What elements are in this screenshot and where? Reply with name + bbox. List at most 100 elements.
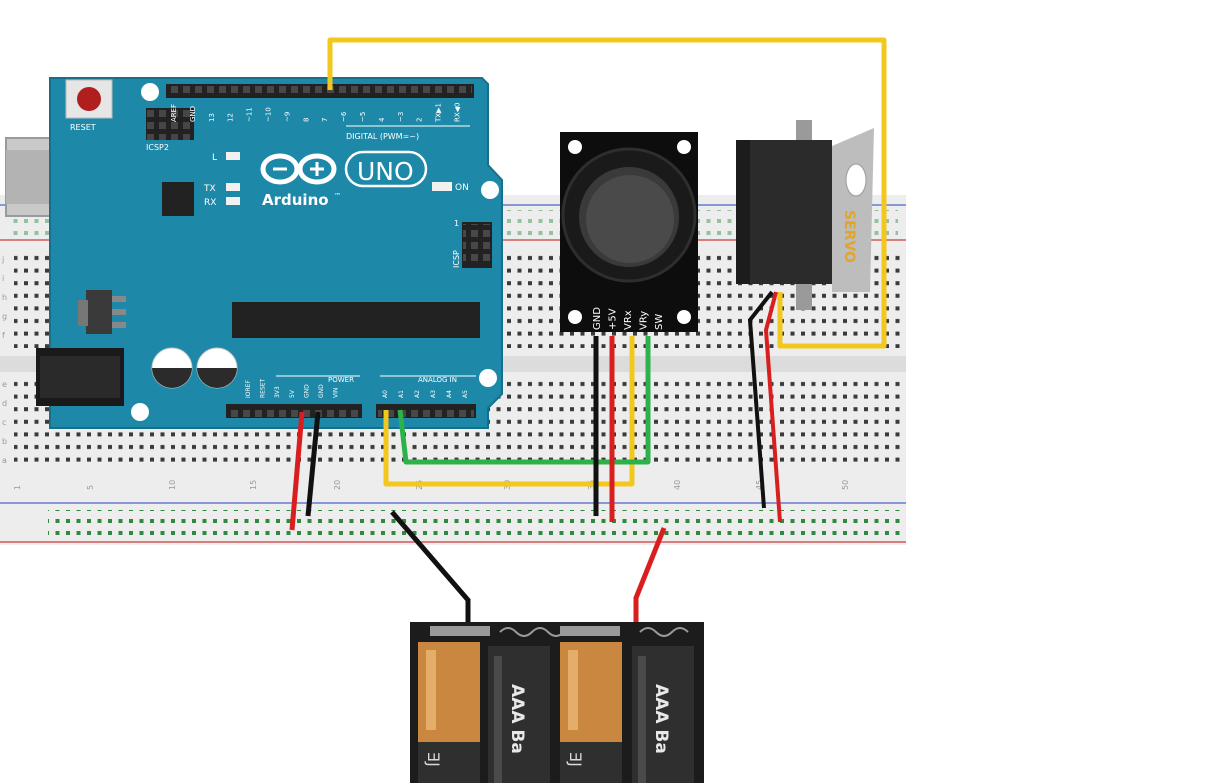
voltage-regulator [86,290,112,334]
battery-cell-body [418,742,480,783]
battery-cell-label: ƎJ [566,752,585,767]
wire-a1-to-vry [397,336,651,465]
arduino-logo: UNO Arduino ™ [260,150,428,209]
column-number: 45 [755,480,764,490]
pin-label: A4 [446,390,453,398]
servo-body-shade [736,140,750,284]
analog-header-pins [378,406,474,417]
joystick-mount-hole [677,140,691,154]
column-number: 40 [673,480,682,490]
atmega-chip [232,302,480,338]
battery-cell-shine [494,656,502,783]
digital-header-pins [168,86,472,97]
icsp-pin1-label: 1 [454,219,459,228]
battery-cell-shine [638,656,646,783]
uno-badge [344,150,428,188]
wire-a0-to-vrx [383,336,635,487]
row-letter: d [2,399,7,408]
row-letter: g [2,312,7,321]
led-tx-label: TX [203,184,216,194]
pin-label: RX◀0 [454,103,462,123]
joystick-knob-top[interactable] [586,175,674,263]
led-l [226,152,240,160]
wire-arduino-5v [289,411,305,531]
power-jack-inner [40,356,120,398]
icsp-label: ICSP [452,250,461,268]
pin-label: 3V3 [274,386,281,398]
reset-label: RESET [70,123,96,132]
column-number: 20 [333,480,342,490]
logo-infinity-right [297,153,337,185]
pin-label: +5V [608,308,619,330]
logo-infinity-left [260,153,300,185]
column-number: 5 [86,485,95,490]
pin-label: ~5 [359,112,367,122]
row-letter: c [2,418,6,427]
led-l-label: L [212,153,217,163]
arduino-brand-label: Arduino [262,191,329,209]
pin-label: A1 [398,390,405,398]
servo-body [736,140,832,284]
wire-servo-gnd [747,290,774,509]
battery-cell-shine [426,650,436,730]
column-number: 50 [841,480,850,490]
battery-contact [560,626,620,636]
pin-label: VRx [623,310,634,330]
regulator-leg [112,322,126,328]
pin-label: GND [318,384,325,398]
pin-label: 8 [302,118,310,122]
icsp2-header-pins [146,108,194,140]
pin-label: 13 [208,113,216,122]
pin-label: ~9 [283,112,291,122]
pin-label: TX▶1 [435,103,443,123]
analog-label: ANALOG IN [418,376,457,384]
battery-spring [639,627,689,637]
joystick-mount-hole [568,140,582,154]
pin-label: VRy [639,311,650,330]
led-on-label: ON [455,183,469,193]
battery-cell-label: AAA Ba [651,684,671,754]
led-rx-label: RX [204,198,216,208]
wire-servo-vcc [763,291,782,523]
reset-button-cap[interactable] [77,87,101,111]
pin-label: GND [303,384,310,398]
battery-cell-shine [568,650,578,730]
icsp2-label: ICSP2 [146,143,169,152]
regulator-tab [78,300,88,326]
joystick-mount-hole [677,310,691,324]
pin-label: 12 [227,113,235,122]
pin-label: 4 [378,117,386,122]
mounting-hole [131,403,149,421]
battery-cell-label: ƎJ [424,752,443,767]
reset-button[interactable]: RESET [65,79,113,132]
bottom-rail-holes [48,510,906,536]
servo-label: SERVO [841,210,857,263]
led-rx [226,197,240,205]
board-pcb [49,77,503,429]
power-label: POWER [328,376,354,384]
column-number: 10 [168,480,177,490]
wire-signal-pin8-to-servo [327,37,887,349]
pin-label: VIN [333,388,340,398]
servo-motor: SERVO [736,120,874,310]
pin-label: 2 [416,118,424,122]
regulator-leg [112,309,126,315]
pin-label: ~3 [397,112,405,122]
power-header-pins [228,406,360,417]
mounting-hole [481,181,499,199]
mounting-hole [141,83,159,101]
pin-label: 7 [321,118,329,122]
row-letter: a [2,456,7,465]
mounting-hole [479,369,497,387]
capacitor [196,347,238,389]
pin-label: GND [189,106,197,122]
capacitor [151,347,193,389]
row-letter: e [2,380,7,389]
wire-battery-positive [633,527,667,624]
uno-label: UNO [357,157,414,186]
